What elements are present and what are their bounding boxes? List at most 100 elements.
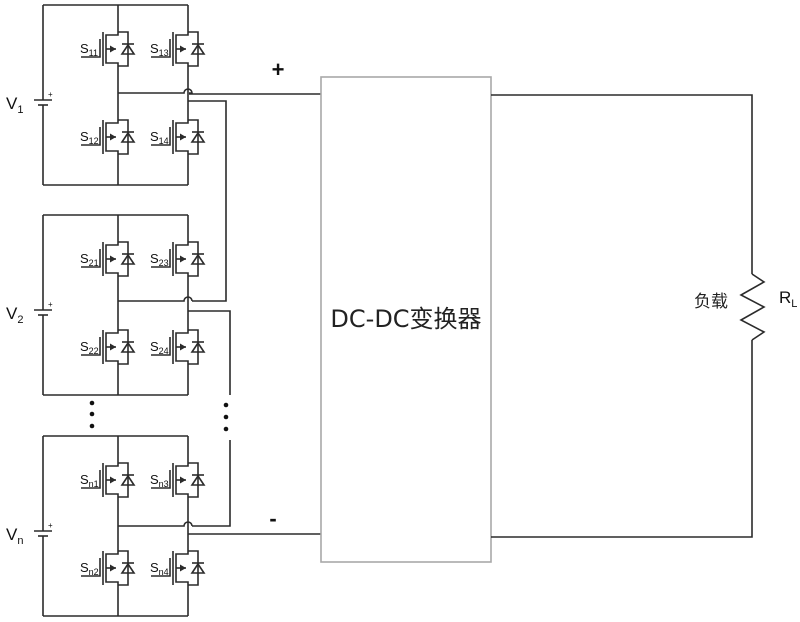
switch-label-sub: n1	[89, 479, 99, 489]
body-diode-wire	[188, 119, 199, 155]
resistor-label-sub: L	[791, 298, 797, 310]
switch-label: Sn3	[150, 472, 169, 489]
load-bottom-wire	[491, 340, 753, 538]
source-voltage-label: V2	[6, 304, 23, 326]
switch-upper-left: S21	[80, 237, 136, 281]
body-diode-icon	[120, 341, 136, 353]
resistor-label-main: R	[779, 288, 791, 307]
body-diode-icon	[190, 341, 206, 353]
source-voltage-label: Vn	[6, 525, 23, 547]
switch-label: Sn1	[80, 472, 99, 489]
load-top-wire	[491, 94, 753, 274]
switch-label: S22	[80, 339, 99, 356]
mosfet-arrow-icon	[110, 343, 116, 351]
mosfet-gate-lead	[81, 337, 101, 356]
switch-label-main: S	[150, 41, 159, 56]
resistor-label: RL	[779, 288, 797, 310]
switch-label: S23	[150, 251, 169, 268]
body-diode-wire	[188, 550, 199, 586]
switch-label-main: S	[80, 339, 89, 354]
switch-label-sub: 13	[159, 48, 169, 58]
mosfet-arrow-icon	[110, 476, 116, 484]
dc-bus-rails	[43, 4, 188, 186]
source-voltage-label: V1	[6, 94, 23, 116]
switch-label-main: S	[80, 472, 89, 487]
switch-label: S12	[80, 129, 99, 146]
body-diode-wire	[118, 550, 129, 586]
mosfet-arrow-icon	[180, 255, 186, 263]
mosfet-arrow-icon	[180, 45, 186, 53]
body-diode-icon	[190, 253, 206, 265]
body-diode-wire	[188, 241, 199, 277]
source-voltage-main: V	[6, 304, 18, 323]
body-diode-wire	[188, 329, 199, 365]
switch-lower-right: S14	[150, 115, 206, 159]
switch-lower-left: S12	[80, 115, 136, 159]
mosfet-gate-lead	[81, 558, 101, 577]
body-diode-icon	[190, 131, 206, 143]
switch-label: S13	[150, 41, 169, 58]
switch-label-main: S	[150, 560, 159, 575]
switch-label-main: S	[150, 129, 159, 144]
mosfet-gate-lead	[151, 127, 171, 146]
switch-label: S21	[80, 251, 99, 268]
switch-upper-right: S23	[150, 237, 206, 281]
switch-upper-left: S11	[80, 27, 136, 71]
mosfet-arrow-icon	[180, 476, 186, 484]
dc-dc-converter-block	[320, 76, 492, 563]
body-diode-icon	[190, 562, 206, 574]
switch-label-main: S	[80, 251, 89, 266]
body-diode-icon	[190, 43, 206, 55]
body-diode-wire	[118, 329, 129, 365]
link-2-down	[188, 310, 231, 395]
switch-upper-right: S13	[150, 27, 206, 71]
mosfet-arrow-icon	[180, 133, 186, 141]
switch-label: S14	[150, 129, 169, 146]
body-diode-wire	[188, 462, 199, 498]
dc-bus-rails	[43, 214, 188, 396]
plus-terminal-label: +	[272, 57, 285, 82]
mosfet-gate-lead	[151, 558, 171, 577]
mosfet-gate-lead	[81, 39, 101, 58]
switch-label-sub: 24	[159, 346, 169, 356]
switch-lower-left: Sn2	[80, 546, 136, 590]
switch-label-sub: 23	[159, 258, 169, 268]
switch-label: S11	[80, 41, 98, 58]
switch-label-sub: n3	[159, 479, 169, 489]
mosfet-gate-lead	[151, 337, 171, 356]
battery-polarity-mark: +	[48, 90, 53, 99]
switch-label-sub: n4	[159, 567, 169, 577]
switch-label: Sn2	[80, 560, 99, 577]
link-1-to-2	[188, 100, 227, 302]
module-1-output-wire	[118, 88, 193, 94]
mosfet-arrow-icon	[110, 564, 116, 572]
mosfet-gate-lead	[81, 127, 101, 146]
module-2-left-hop	[118, 296, 193, 302]
ellipsis-right	[223, 402, 229, 432]
module-interconnect-wires	[118, 88, 231, 535]
converter-label: DC-DC变换器	[330, 305, 481, 333]
switch-lower-left: S22	[80, 325, 136, 369]
mosfet-gate-lead	[151, 39, 171, 58]
switch-lower-right: Sn4	[150, 546, 206, 590]
body-diode-icon	[190, 474, 206, 486]
module-n-left-hop	[118, 521, 193, 527]
switch-upper-right: Sn3	[150, 458, 206, 502]
switch-label: Sn4	[150, 560, 169, 577]
ellipsis-left	[89, 400, 95, 429]
body-diode-wire	[188, 31, 199, 67]
mosfet-gate-lead	[81, 470, 101, 489]
source-voltage-main: V	[6, 525, 18, 544]
mosfet-arrow-icon	[180, 564, 186, 572]
mosfet-gate-lead	[81, 249, 101, 268]
body-diode-icon	[120, 131, 136, 143]
mosfet-arrow-icon	[180, 343, 186, 351]
mosfet-arrow-icon	[110, 45, 116, 53]
switch-upper-left: Sn1	[80, 458, 136, 502]
switch-label-sub: 22	[89, 346, 99, 356]
link-to-n	[192, 440, 231, 527]
dc-bus-rails	[43, 435, 188, 617]
